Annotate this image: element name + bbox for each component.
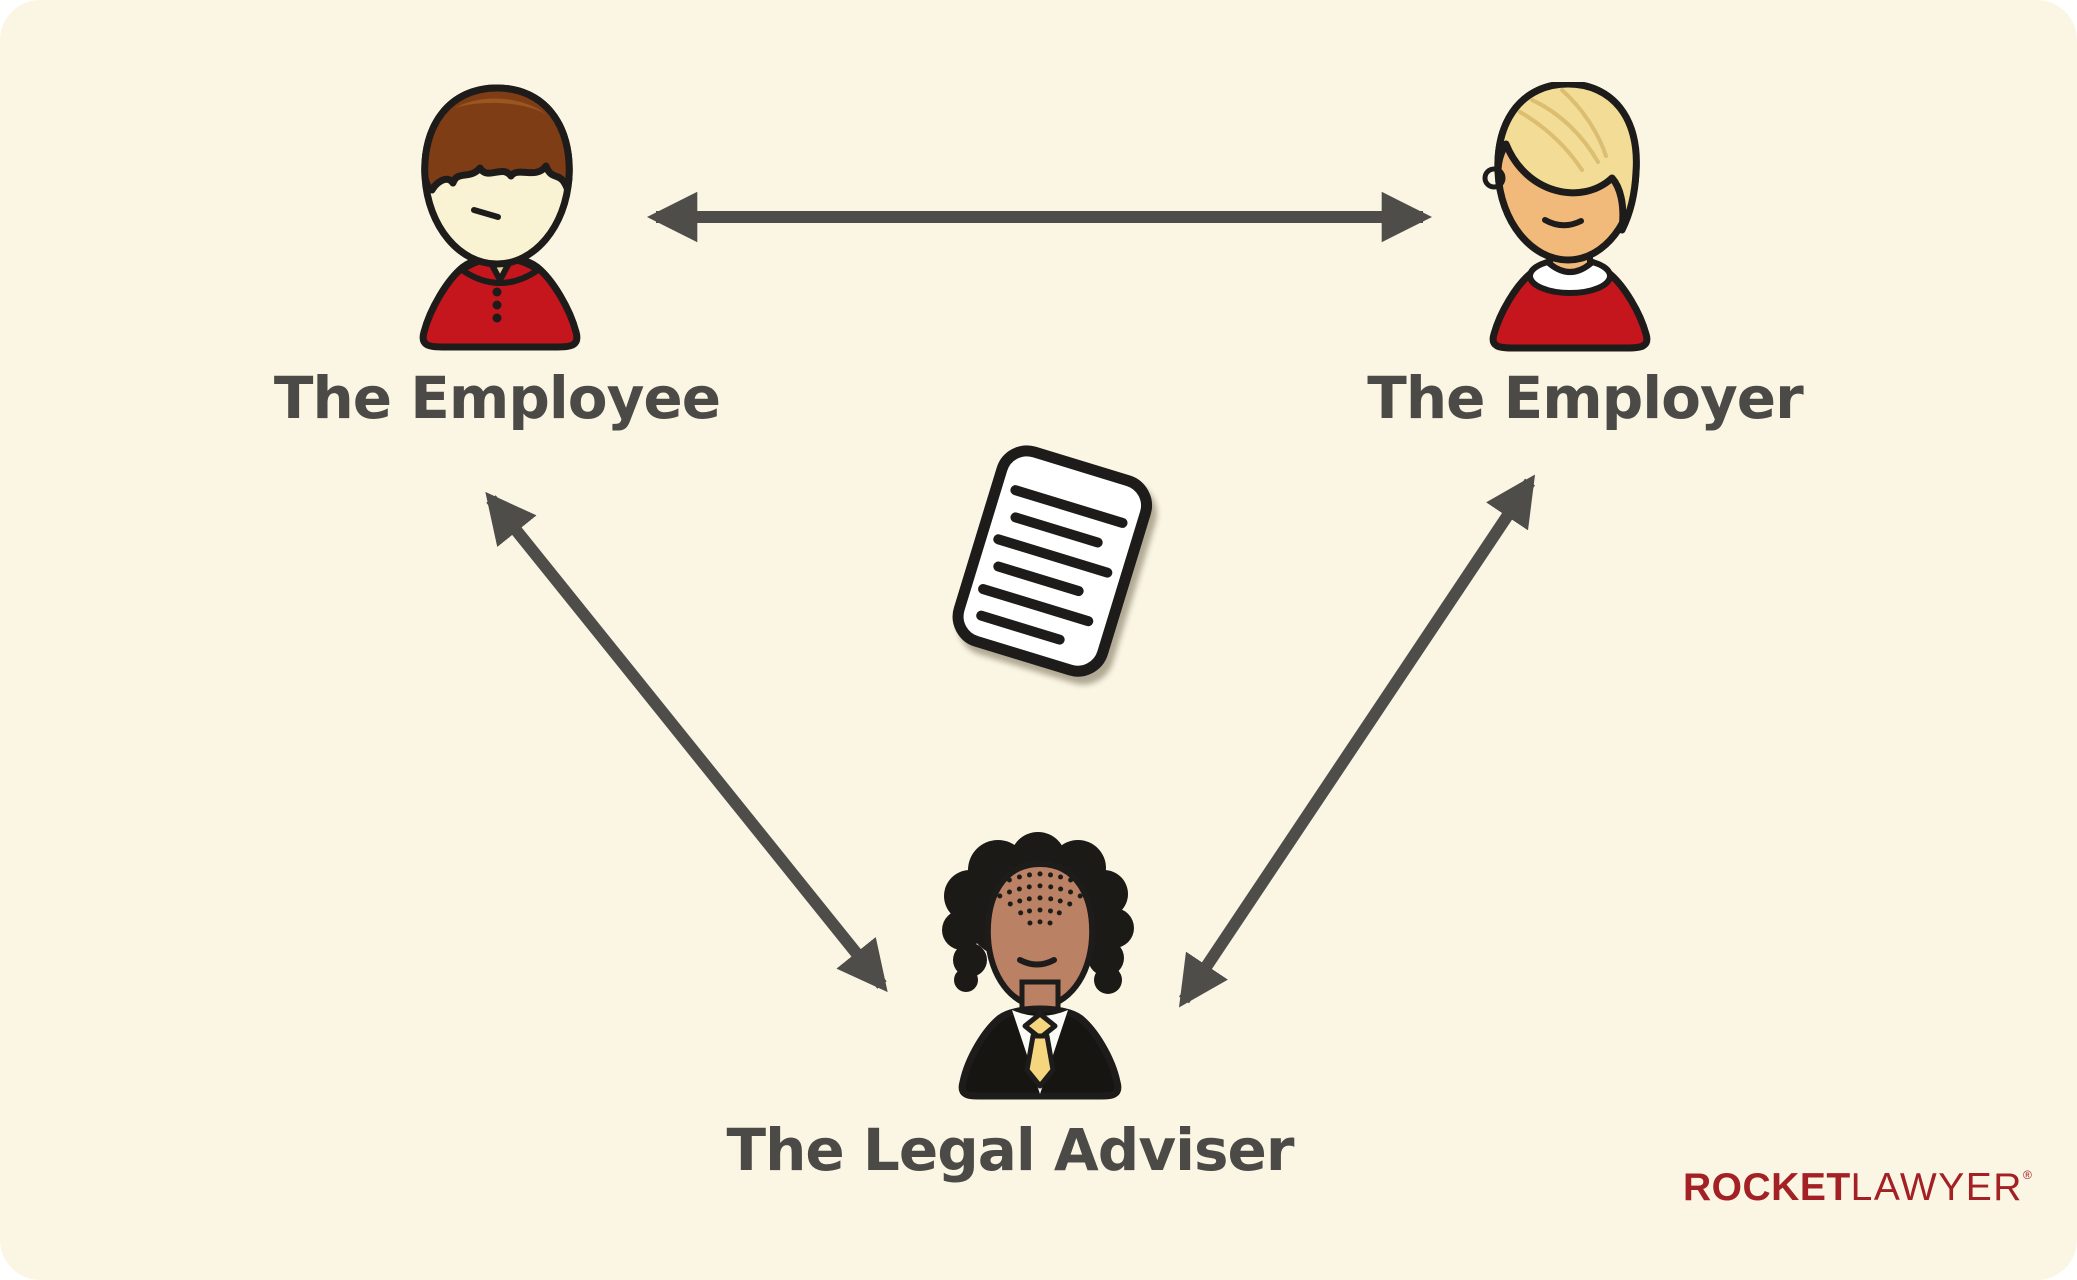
employer-avatar-icon: [1482, 82, 1651, 352]
logo-rocket-text: ROCKET: [1683, 1166, 1851, 1209]
employer-label: The Employer: [1367, 364, 1803, 432]
rocket-lawyer-logo: ROCKETLAWYER®: [1683, 1168, 2032, 1207]
logo-lawyer-text: LAWYER: [1850, 1166, 2023, 1209]
tie-icon: [1022, 1011, 1058, 1089]
document-icon: [932, 430, 1172, 702]
registered-mark: ®: [2022, 1168, 2032, 1182]
arrow-employer-adviser: [1178, 474, 1536, 1008]
arrow-employee-adviser: [485, 491, 888, 993]
employee-label: The Employee: [273, 364, 721, 432]
employee-avatar-icon: [419, 84, 581, 351]
legal-adviser-avatar-icon: [942, 832, 1134, 1100]
legal-adviser-label: The Legal Adviser: [726, 1116, 1295, 1184]
earring-icon: [1482, 166, 1506, 190]
